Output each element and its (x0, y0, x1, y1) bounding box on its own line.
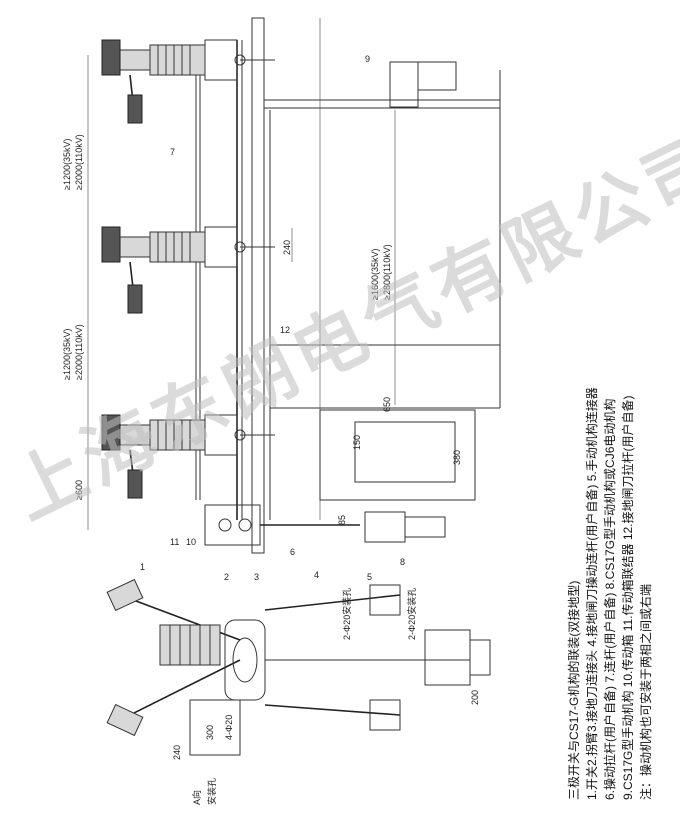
transmission-box (204, 504, 360, 546)
dimension-lines (87, 55, 396, 530)
insulator-pole-middle (101, 226, 275, 314)
callout-7: 7 (170, 147, 175, 157)
view-label: A向 (191, 790, 202, 805)
dim-4phi20: 4-Φ20 (224, 715, 234, 740)
callout-10: 10 (186, 537, 196, 547)
dim-span-upper-2: ≥2000(110kV) (74, 134, 84, 190)
manual-mechanism (364, 61, 457, 543)
dim-240b: 240 (172, 745, 182, 760)
dim-span-upper: ≥1200(35kV) (62, 139, 72, 190)
dim-200: 200 (470, 690, 480, 705)
box-outline (354, 421, 456, 483)
callout-5: 5 (367, 572, 372, 582)
dim-85: 85 (337, 515, 347, 525)
insulator-pole-bottom (101, 414, 275, 499)
dim-300: 300 (205, 725, 215, 740)
dim-span-middle: ≥1200(35kV) (62, 329, 72, 380)
dim-150: 150 (352, 435, 362, 450)
watermark-text: 上海东朗电气有限公司 (0, 121, 680, 535)
dim-380: 380 (452, 450, 462, 465)
callout-6: 6 (290, 547, 295, 557)
callout-4: 4 (314, 570, 319, 580)
callout-9: 9 (365, 54, 370, 64)
dim-mech-height: ≥1600(35kV) (370, 249, 380, 300)
insulator-pole-top (101, 39, 275, 124)
support-frame (251, 17, 501, 554)
hole-label-2: 2-Φ20安装孔 (406, 588, 417, 640)
note-line-3: 9.CS17G型手动机构 10.传动箱 11.传动箱联结器 12.接地闸刀拉杆(… (620, 395, 635, 800)
dim-240: 240 (282, 240, 292, 255)
dim-mech-height-2: ≥2800(110kV) (382, 244, 392, 300)
note-line-2: 6.操动拉杆(用户自备) 7.连杆(用户自备) 8.CS17G型手动机构或CJ6… (602, 399, 617, 800)
dim-650: 650 (382, 397, 392, 412)
callout-2: 2 (224, 572, 229, 582)
callouts-lower: 1 2 3 4 5 (140, 562, 372, 582)
dim-span-lower: ≥600 (74, 480, 84, 500)
callouts-upper: 9 7 12 11 10 6 8 (170, 54, 405, 567)
view-sub-label: 安装孔 (206, 778, 217, 805)
callout-11: 11 (170, 537, 179, 547)
note-line-4: 注：操动机构也可安装于两相之间或右端 (638, 584, 653, 800)
callout-8: 8 (400, 557, 405, 567)
hole-label-1: 2-Φ20安装孔 (341, 588, 352, 640)
note-line-1: 1.开关2.拐臂3.接地刀连接头 4.接地闸刀操动连杆(用户自备) 5.手动机构… (584, 387, 599, 800)
callout-1: 1 (140, 562, 145, 572)
dim-span-middle-2: ≥2000(110kV) (74, 324, 84, 380)
note-title: 三极开关与CS17-G机构的联装(双接地型) (566, 581, 581, 800)
notes-block: 三极开关与CS17-G机构的联装(双接地型) 1.开关2.拐臂3.接地刀连接头 … (566, 387, 653, 800)
callout-12: 12 (280, 325, 290, 335)
callout-3: 3 (254, 572, 259, 582)
a-view-drawing (106, 578, 491, 756)
